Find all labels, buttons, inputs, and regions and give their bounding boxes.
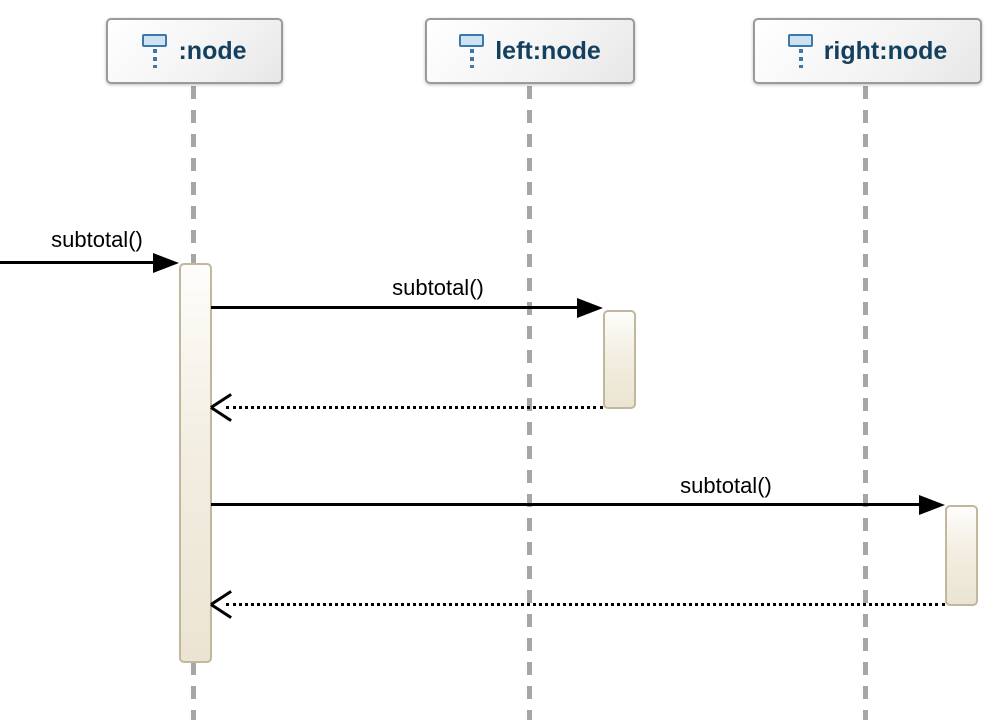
sync-arrowhead-icon [577, 298, 603, 318]
lifeline-icon [787, 33, 814, 69]
lifeline-icon [142, 33, 168, 69]
participant-label: right:node [823, 36, 948, 65]
sync-arrowhead-icon [153, 253, 179, 273]
lifeline-right-node [863, 86, 868, 720]
activation-bar-right-node [945, 505, 978, 606]
message-line-return [226, 406, 603, 409]
return-arrowhead-icon [210, 589, 236, 619]
participant-label: :node [178, 36, 247, 65]
message-line-return [226, 603, 945, 606]
lifeline-left-node [527, 86, 532, 720]
participant-label: left:node [495, 36, 601, 65]
message-line-sync [211, 306, 579, 309]
lifeline-icon [459, 33, 485, 69]
message-line-sync [211, 503, 921, 506]
participant-box-left-node: left:node [425, 18, 635, 84]
message-label: subtotal() [51, 227, 143, 252]
return-arrowhead-icon [210, 392, 236, 422]
activation-bar-left-node [603, 310, 636, 409]
message-line-sync [0, 261, 155, 264]
activation-bar-node [179, 263, 212, 663]
participant-box-right-node: right:node [753, 18, 982, 84]
message-label: subtotal() [392, 275, 484, 300]
sync-arrowhead-icon [919, 495, 945, 515]
participant-box-node: :node [106, 18, 283, 84]
message-label: subtotal() [680, 473, 772, 498]
